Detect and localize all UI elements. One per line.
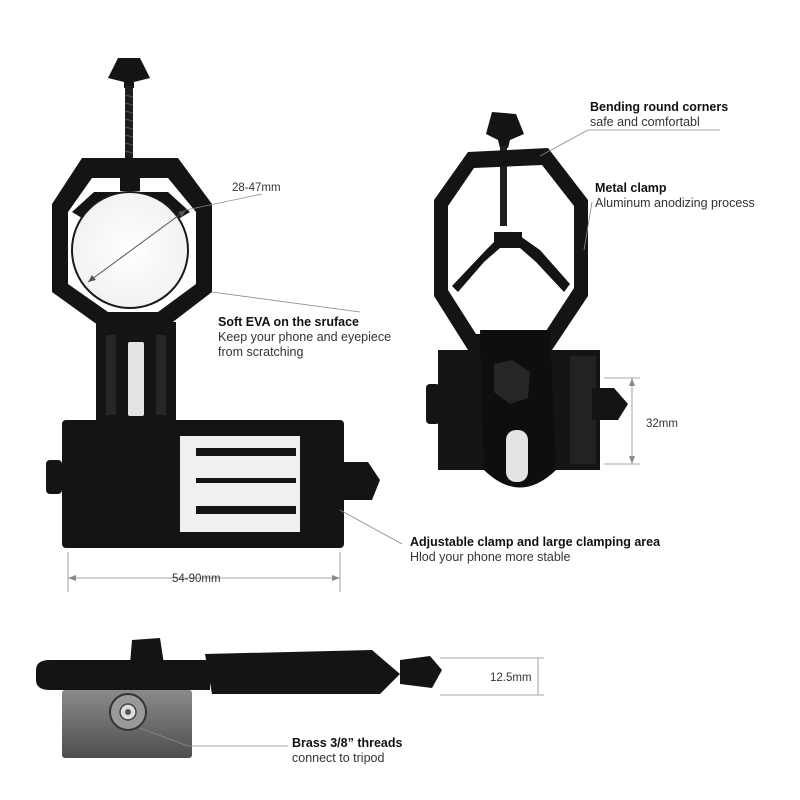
angled-view-adapter [426, 112, 720, 488]
front-left-knob [46, 460, 62, 494]
callout-metal-clamp: Metal clamp Aluminum anodizing process [595, 181, 755, 211]
angled-hexagon-frame [434, 148, 588, 350]
front-arm-slot [128, 342, 144, 416]
profile-upper-plate [205, 650, 400, 694]
callout-brass-threads-line1: connect to tripod [292, 751, 385, 765]
callout-metal-clamp-line1: Aluminum anodizing process [595, 196, 755, 210]
callout-soft-eva-line2: from scratching [218, 345, 304, 359]
callout-soft-eva: Soft EVA on the sruface Keep your phone … [218, 315, 391, 360]
front-screw-rod [125, 86, 133, 176]
front-view-adapter [46, 58, 403, 592]
eyepiece-opening [71, 191, 189, 309]
callout-brass-threads-title: Brass 3/8” threads [292, 736, 403, 750]
profile-right-knob [400, 656, 442, 688]
eyepiece-range-label: 28-47mm [232, 182, 281, 194]
callout-brass-threads: Brass 3/8” threads connect to tripod [292, 736, 402, 766]
phone-width-label: 54-90mm [172, 573, 221, 585]
angled-center-knob [494, 360, 530, 404]
callout-metal-clamp-title: Metal clamp [595, 181, 667, 195]
front-top-knob [108, 58, 150, 88]
callout-adjustable-clamp-line1: Hlod your phone more stable [410, 550, 571, 564]
profile-base [36, 660, 210, 690]
thickness-label: 32mm [646, 418, 678, 430]
callout-bending-corners-title: Bending round corners [590, 100, 729, 114]
callout-soft-eva-line1: Keep your phone and eyepiece [218, 330, 392, 344]
callout-bending-corners: Bending round corners safe and comfortab… [590, 100, 728, 130]
callout-bending-corners-line1: safe and comfortabl [590, 115, 700, 129]
callout-adjustable-clamp-title: Adjustable clamp and large clamping area [410, 535, 661, 549]
callout-adjustable-clamp: Adjustable clamp and large clamping area… [410, 535, 660, 565]
front-right-knob [344, 462, 380, 500]
profile-height-label: 12.5mm [490, 672, 532, 684]
angled-right-knob [592, 388, 628, 420]
profile-view-adapter [36, 638, 544, 758]
angled-arm-slot [506, 430, 528, 482]
angled-top-knob [486, 112, 524, 148]
callout-soft-eva-title: Soft EVA on the sruface [218, 315, 359, 329]
